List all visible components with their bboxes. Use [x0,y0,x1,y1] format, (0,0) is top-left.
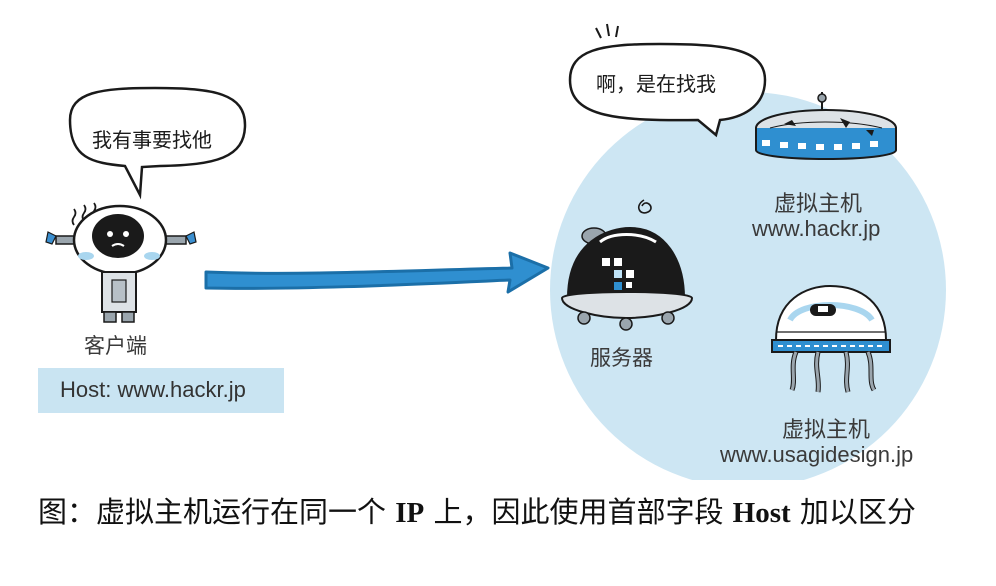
client-speech-bubble [68,86,247,200]
caption-part-2: 上，因此使用首部字段 [424,495,733,529]
host-header-box: Host: www.hackr.jp [38,368,284,413]
server-label: 服务器 [590,346,653,370]
request-arrow [204,251,550,294]
virtual-host-diagram: 我有事要找他 啊，是在找我 客户端 服务器 虚拟主机 www.hackr.jp … [38,23,946,488]
virtual-host-2-domain: www.usagidesign.jp [720,442,914,467]
diagram-illustration [45,23,946,488]
server-speech-text: 啊，是在找我 [596,72,716,96]
figure-caption: 图：虚拟主机运行在同一个 IP 上，因此使用首部字段 Host 加以区分 [38,494,938,531]
caption-host: Host [732,497,791,529]
virtual-host-1-domain: www.hackr.jp [752,216,881,241]
client-speech-text: 我有事要找他 [92,128,212,152]
client-label: 客户端 [84,334,147,358]
virtual-host-2-label: 虚拟主机 [782,418,871,443]
virtual-host-1-label: 虚拟主机 [774,192,863,217]
virtual-host-2-icon [771,284,891,393]
server-robot-icon [560,199,694,331]
host-header-text: Host: www.hackr.jp [60,377,246,402]
caption-part-1: 图：虚拟主机运行在同一个 [38,495,396,529]
client-robot-icon [45,202,197,323]
virtual-host-1-icon [755,92,897,160]
server-speech-bubble [568,23,767,138]
caption-part-3: 加以区分 [790,495,916,529]
caption-ip: IP [395,497,425,529]
